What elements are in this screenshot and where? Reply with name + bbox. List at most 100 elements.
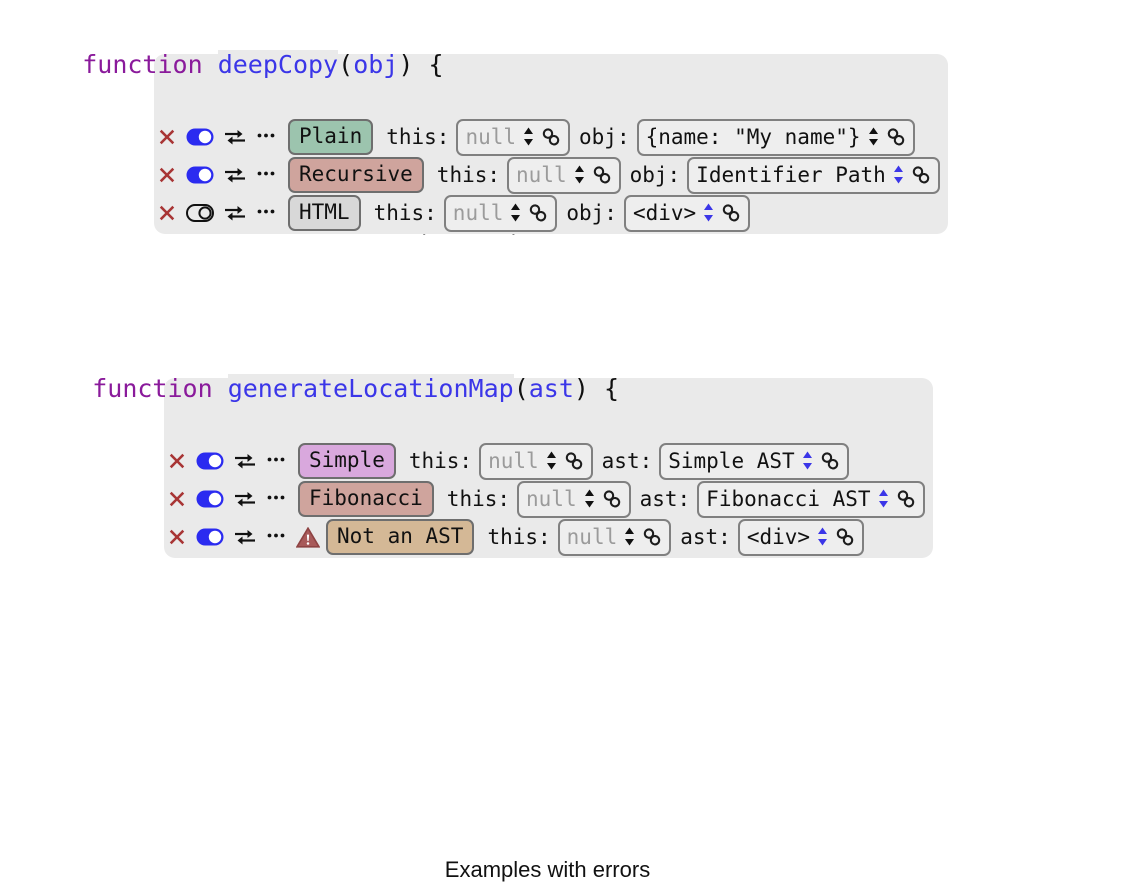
spinner-arrows-icon[interactable]	[624, 526, 635, 547]
toggle-on-icon[interactable]	[186, 128, 214, 146]
this-value-field-value: null	[566, 524, 618, 549]
arg-value-field[interactable]: <div>	[623, 194, 751, 232]
spinner-arrows-icon[interactable]	[510, 202, 521, 223]
spinner-arrows-icon[interactable]	[523, 126, 534, 147]
this-value-field-value: null	[516, 162, 567, 187]
function-name[interactable]: generateLocationMap	[227, 374, 514, 403]
link-icon[interactable]	[642, 527, 662, 546]
example-name-badge[interactable]: Not an AST	[326, 519, 475, 555]
swap-arrows-icon[interactable]	[234, 528, 256, 546]
function-signature: function generateLocationMap(ast) {	[10, 338, 925, 440]
arg-value-field-value: Identifier Path	[696, 162, 886, 187]
this-value-field-value: null	[526, 486, 577, 511]
this-value-field[interactable]: null	[443, 194, 558, 232]
arg-value-field-value: <div>	[632, 200, 697, 225]
example-name-badge[interactable]: HTML	[288, 195, 361, 231]
arg-label: obj:	[579, 125, 630, 149]
arg-value-field[interactable]: Identifier Path	[687, 156, 940, 194]
delete-example-icon[interactable]	[158, 204, 176, 222]
row-controls	[158, 128, 276, 146]
this-label: this:	[446, 487, 511, 511]
link-icon[interactable]	[564, 451, 584, 470]
arg-value-field[interactable]: {name: "My name"}	[636, 118, 915, 156]
spinner-arrows-icon[interactable]	[868, 126, 879, 147]
swap-arrows-icon[interactable]	[224, 128, 246, 146]
ellipsis-icon[interactable]	[266, 452, 286, 470]
spinner-arrows-icon[interactable]	[574, 164, 585, 185]
warning-triangle-icon	[296, 526, 320, 548]
this-value-field[interactable]: null	[507, 156, 621, 194]
delete-example-icon[interactable]	[158, 128, 176, 146]
this-value-field[interactable]: null	[456, 118, 571, 156]
row-controls	[168, 490, 286, 508]
function-name[interactable]: deepCopy	[217, 50, 339, 79]
delete-example-icon[interactable]	[168, 452, 186, 470]
example-name-badge[interactable]: Recursive	[288, 157, 424, 193]
ellipsis-icon[interactable]	[256, 166, 276, 184]
link-icon[interactable]	[721, 203, 741, 222]
ellipsis-icon[interactable]	[266, 490, 286, 508]
link-icon[interactable]	[896, 489, 916, 508]
arg-label: obj:	[566, 201, 617, 225]
link-icon[interactable]	[602, 489, 622, 508]
link-icon[interactable]	[835, 527, 855, 546]
example-name-badge[interactable]: Plain	[288, 119, 374, 155]
arg-label: ast:	[680, 525, 731, 549]
delete-example-icon[interactable]	[168, 528, 186, 546]
toggle-on-icon[interactable]	[196, 490, 224, 508]
swap-arrows-icon[interactable]	[224, 204, 246, 222]
link-icon[interactable]	[886, 127, 906, 146]
link-icon[interactable]	[911, 165, 931, 184]
close-paren: )	[398, 50, 414, 79]
function-keyword: function	[82, 50, 203, 79]
row-controls	[168, 528, 286, 546]
link-icon[interactable]	[820, 451, 840, 470]
swap-arrows-icon[interactable]	[234, 452, 256, 470]
this-value-field-value: null	[488, 448, 539, 473]
function-param: ast	[528, 374, 574, 403]
this-value-field[interactable]: null	[479, 442, 593, 480]
link-icon[interactable]	[592, 165, 612, 184]
toggle-on-icon[interactable]	[186, 166, 214, 184]
open-brace: {	[413, 50, 444, 79]
arg-value-field-value: {name: "My name"}	[645, 124, 861, 149]
swap-arrows-icon[interactable]	[224, 166, 246, 184]
example-block-generate-location-map: function generateLocationMap(ast) { Simp…	[10, 338, 933, 882]
delete-example-icon[interactable]	[168, 490, 186, 508]
delete-example-icon[interactable]	[158, 166, 176, 184]
spinner-arrows-icon[interactable]	[802, 450, 813, 471]
this-value-field[interactable]: null	[557, 518, 672, 556]
arg-value-field-value: Simple AST	[668, 448, 795, 473]
link-icon[interactable]	[541, 127, 561, 146]
spinner-arrows-icon[interactable]	[584, 488, 595, 509]
arg-value-field[interactable]: Simple AST	[659, 442, 849, 480]
example-name-badge[interactable]: Fibonacci	[298, 481, 434, 517]
spinner-arrows-icon[interactable]	[817, 526, 828, 547]
spinner-arrows-icon[interactable]	[703, 202, 714, 223]
toggle-on-icon[interactable]	[196, 528, 224, 546]
ellipsis-icon[interactable]	[256, 204, 276, 222]
toggle-off-icon[interactable]	[186, 204, 214, 222]
arg-value-field[interactable]: <div>	[737, 518, 865, 556]
spinner-arrows-icon[interactable]	[878, 488, 889, 509]
arg-value-field-value: Fibonacci AST	[706, 486, 871, 511]
spinner-arrows-icon[interactable]	[546, 450, 557, 471]
example-name-badge[interactable]: Simple	[298, 443, 396, 479]
spinner-arrows-icon[interactable]	[893, 164, 904, 185]
link-icon[interactable]	[528, 203, 548, 222]
this-value-field[interactable]: null	[517, 480, 631, 518]
swap-arrows-icon[interactable]	[234, 490, 256, 508]
arg-value-field[interactable]: Fibonacci AST	[697, 480, 925, 518]
row-controls	[168, 452, 286, 470]
ellipsis-icon[interactable]	[266, 528, 286, 546]
ellipsis-icon[interactable]	[256, 128, 276, 146]
toggle-on-icon[interactable]	[196, 452, 224, 470]
open-brace: {	[588, 374, 620, 403]
row-controls	[158, 204, 276, 222]
